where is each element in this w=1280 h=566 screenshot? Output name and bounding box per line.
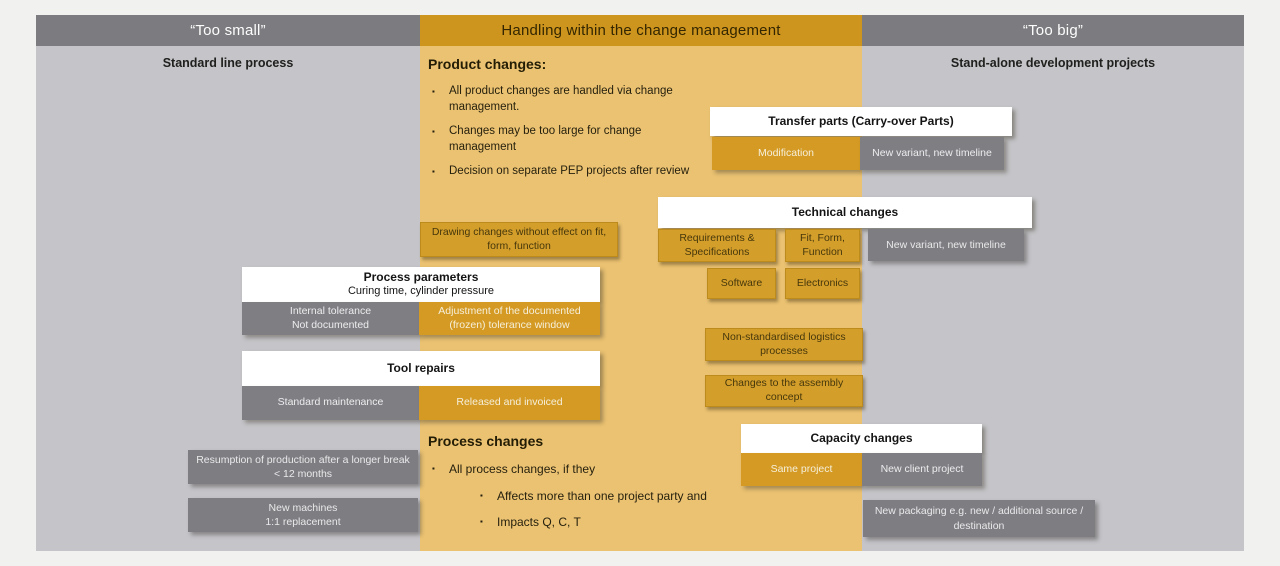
box-title: Process parameters	[363, 270, 479, 285]
bullet-text: Decision on separate PEP projects after …	[449, 165, 690, 178]
square-bullet-icon: ▪	[432, 127, 435, 137]
box-title: Transfer parts (Carry-over Parts)	[768, 113, 954, 128]
cell-adjustment-tolerance: Adjustment of the documented (frozen) to…	[419, 302, 600, 335]
box-assembly-concept: Changes to the assembly concept	[705, 375, 863, 407]
cell-standard-maintenance: Standard maintenance	[242, 386, 419, 420]
box-fit-form-function: Fit, Form, Function	[785, 229, 860, 262]
box-resumption-production: Resumption of production after a longer …	[188, 450, 418, 484]
bullet-text: All product changes are handled via chan…	[449, 85, 673, 113]
box-subtitle: Curing time, cylinder pressure	[347, 285, 495, 298]
cell-new-client-project: New client project	[862, 453, 982, 486]
box-tool-repairs-header: Tool repairs	[242, 351, 600, 386]
cell-internal-tolerance: Internal tolerance Not documented	[242, 302, 419, 335]
cell-released-invoiced: Released and invoiced	[419, 386, 600, 420]
box-title: Technical changes	[791, 204, 899, 219]
process-changes-title: Process changes	[428, 433, 544, 449]
bullet-item: ▪ All product changes are handled via ch…	[432, 84, 712, 115]
square-bullet-icon: ▪	[432, 87, 435, 96]
label-standard-line-process: Standard line process	[162, 56, 294, 70]
column-header-change-management: Handling within the change management	[420, 15, 862, 46]
square-bullet-icon: ▪	[480, 517, 483, 526]
bullet-text: Impacts Q, C, T	[497, 515, 581, 529]
box-software: Software	[707, 268, 776, 299]
box-new-machines: New machines 1:1 replacement	[188, 498, 418, 532]
label-stand-alone-projects: Stand-alone development projects	[950, 56, 1156, 70]
bullet-text: Changes may be too large for change mana…	[449, 125, 642, 153]
box-new-packaging: New packaging e.g. new / additional sour…	[863, 500, 1095, 537]
product-changes-bullets: ▪ All product changes are handled via ch…	[432, 84, 712, 189]
box-logistics-processes: Non-standardised logistics processes	[705, 328, 863, 361]
column-header-too-big: “Too big”	[862, 15, 1244, 46]
box-requirements-specifications: Requirements & Specifications	[658, 229, 776, 262]
box-new-variant-timeline-2: New variant, new timeline	[868, 229, 1024, 261]
box-technical-changes-header: Technical changes	[658, 197, 1032, 228]
cell-same-project: Same project	[741, 453, 862, 486]
process-changes-bullet: ▪ All process changes, if they	[432, 461, 749, 477]
square-bullet-icon: ▪	[432, 464, 435, 473]
process-changes-sub-bullet: ▪ Impacts Q, C, T	[480, 514, 797, 530]
bullet-item: ▪ Changes may be too large for change ma…	[432, 124, 712, 155]
box-title: Capacity changes	[810, 430, 913, 445]
column-header-too-small: “Too small”	[36, 15, 420, 46]
box-title: Tool repairs	[387, 360, 455, 375]
process-changes-sub-bullet: ▪ Affects more than one project party an…	[480, 488, 797, 504]
bullet-text: All process changes, if they	[449, 462, 596, 476]
cell-modification: Modification	[712, 137, 860, 170]
box-capacity-changes-header: Capacity changes	[741, 424, 982, 453]
box-process-parameters-header: Process parameters Curing time, cylinder…	[242, 267, 600, 302]
bullet-item: ▪ Decision on separate PEP projects afte…	[432, 164, 712, 180]
square-bullet-icon: ▪	[432, 167, 435, 177]
box-electronics: Electronics	[785, 268, 860, 299]
product-changes-title: Product changes:	[428, 56, 547, 72]
bullet-text: Affects more than one project party and	[497, 489, 707, 503]
cell-new-variant-timeline: New variant, new timeline	[860, 137, 1004, 170]
box-transfer-parts-header: Transfer parts (Carry-over Parts)	[710, 107, 1012, 136]
box-drawing-changes: Drawing changes without effect on fit, f…	[420, 222, 618, 257]
square-bullet-icon: ▪	[480, 491, 483, 500]
